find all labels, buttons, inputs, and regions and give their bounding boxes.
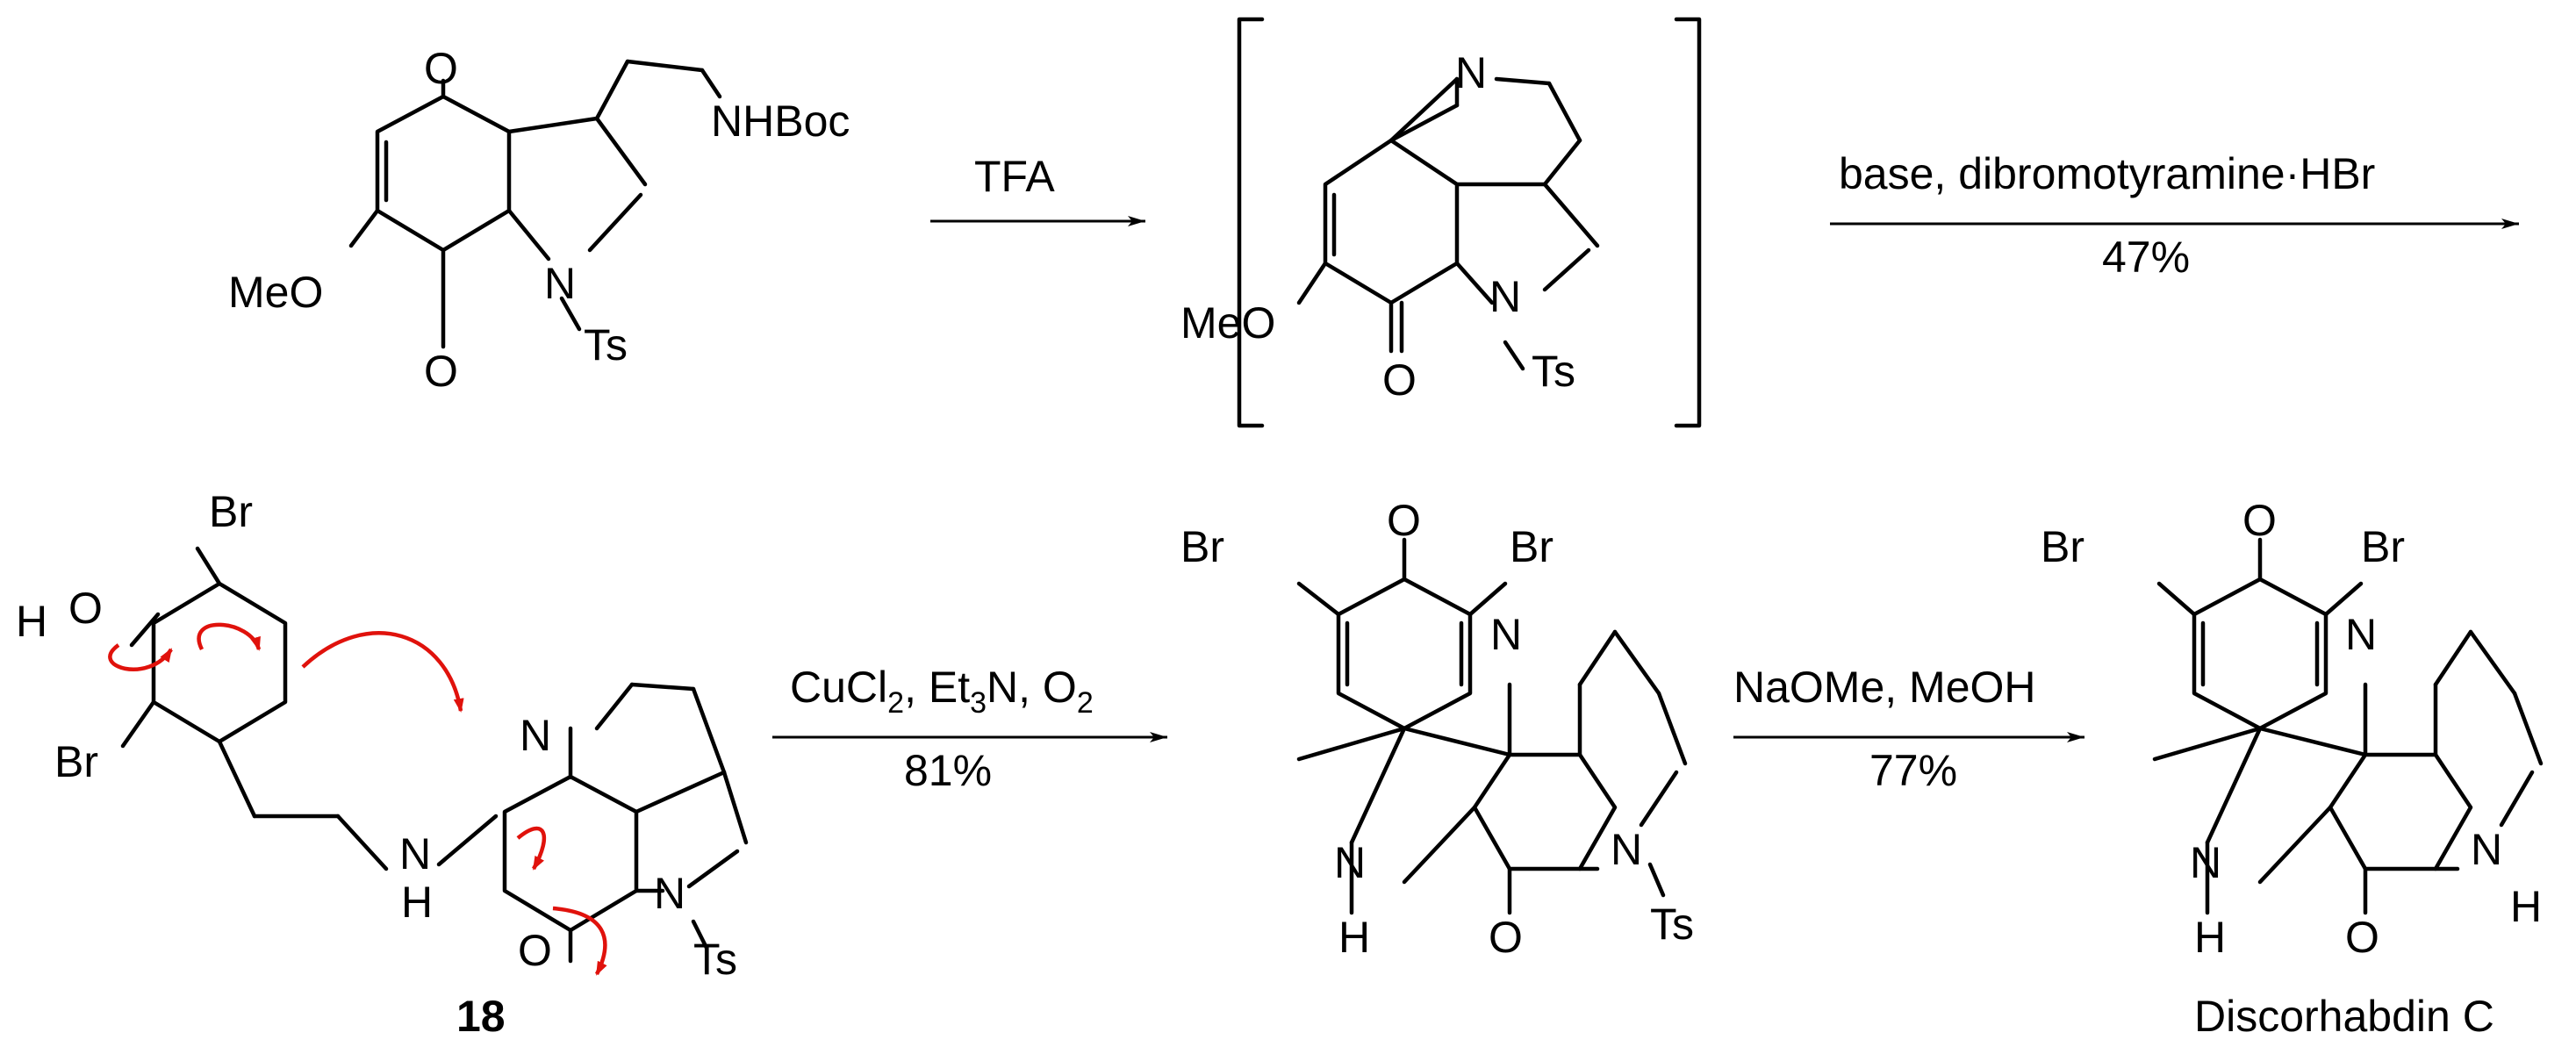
atom-h: H [16,597,47,646]
atom-br: Br [2361,522,2405,571]
compound-number: 18 [456,992,506,1041]
reagent-label: TFA [974,152,1055,201]
atom-o: O [2242,496,2277,545]
yield-label: 47% [2102,233,2190,282]
electron-arrow [301,631,464,713]
atom-o: O [424,44,458,93]
atom-h: H [2194,913,2226,962]
compound-18: Br H O Br N H N N Ts O 18 [16,487,749,1041]
atom-h: H [401,878,433,927]
reagent-label: NaOMe, MeOH [1733,663,2036,712]
spirodienone-ts: Br O Br N N H O N Ts [1180,496,1694,962]
bracketed-intermediate: N MeO N Ts O [1180,17,1702,428]
atom-o: O [1489,913,1523,962]
methoxy-label: MeO [228,268,323,317]
electron-arrow [108,643,173,671]
atom-n: N [2471,825,2502,874]
electron-arrow [552,906,607,976]
atom-br: Br [2041,522,2084,571]
starting-material: O O NHBoc MeO N Ts [228,44,850,396]
atom-o: O [2345,913,2379,962]
atom-o: O [1382,355,1417,405]
atom-br: Br [1510,522,1553,571]
discorhabdin-c: Br O Br N N H O N H Discorhabdin C [2041,496,2544,1041]
atom-n: N [2190,838,2221,887]
tosyl-label: Ts [584,320,628,369]
atom-n: N [520,711,551,760]
atom-br: Br [209,487,253,536]
yield-label: 77% [1869,746,1957,795]
tosyl-label: Ts [693,935,737,984]
tosyl-label: Ts [1532,347,1575,396]
atom-h: H [1338,913,1370,962]
reagent-label: CuCl2, Et3N, O2 [790,663,1094,720]
atom-n: N [654,869,685,918]
electron-arrow [197,622,262,651]
atom-br: Br [54,737,98,786]
atom-h: H [2510,882,2542,931]
atom-n: N [1455,48,1487,97]
atom-o: O [68,584,103,633]
electron-arrow [516,826,547,871]
nhboc-label: NHBoc [711,97,850,146]
atom-o: O [1387,496,1421,545]
atom-n: N [399,829,431,878]
product-name: Discorhabdin C [2194,992,2494,1041]
atom-n: N [1490,610,1522,659]
atom-o: O [518,926,552,975]
methoxy-label: MeO [1180,298,1275,348]
atom-n: N [2345,610,2377,659]
atom-n: N [544,259,576,308]
atom-o: O [424,347,458,396]
atom-n: N [1334,838,1366,887]
atom-br: Br [1180,522,1224,571]
tosyl-label: Ts [1650,900,1694,949]
reagent-label: base, dibromotyramine·HBr [1839,149,2375,198]
atom-n: N [1611,825,1642,874]
atom-n: N [1489,272,1521,321]
yield-label: 81% [904,746,992,795]
